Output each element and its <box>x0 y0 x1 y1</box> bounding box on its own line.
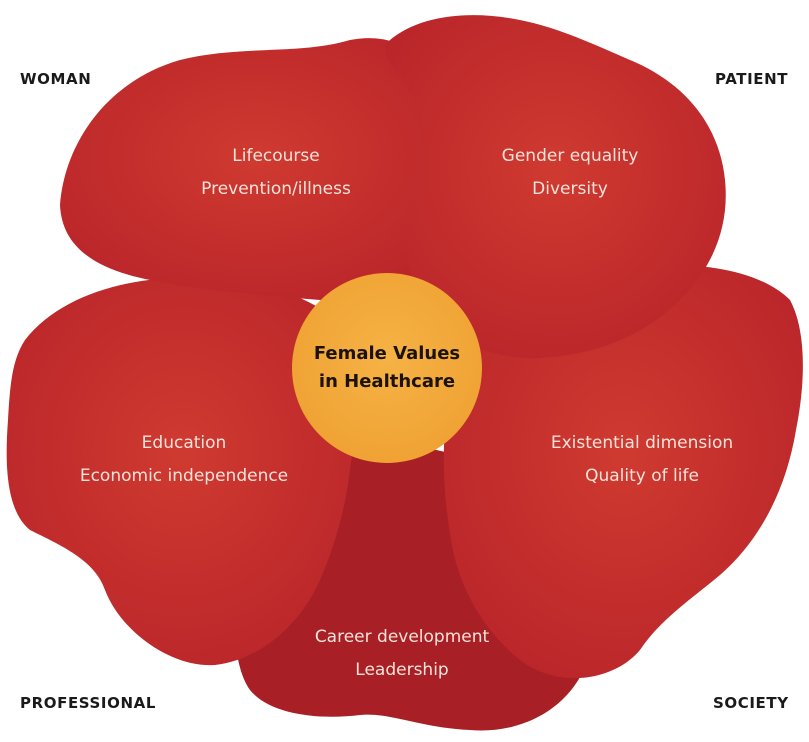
petal-professional-line2: Economic independence <box>79 466 289 486</box>
petal-professional <box>6 277 358 666</box>
petal-career-line1: Career development <box>314 627 490 647</box>
petal-professional-line1: Education <box>141 433 227 453</box>
label-patient: PATIENT <box>707 64 797 94</box>
label-professional: PROFESSIONAL <box>12 688 164 718</box>
petal-professional-text: Education Economic independence <box>55 427 313 493</box>
petal-patient-line2: Diversity <box>532 179 608 199</box>
petal-career-line2: Leadership <box>355 660 449 680</box>
petal-society-line2: Quality of life <box>585 466 699 486</box>
petal-woman <box>60 38 455 302</box>
petal-woman-line1: Lifecourse <box>232 146 320 166</box>
center-title-line1: Female Values <box>313 343 461 364</box>
label-woman: WOMAN <box>12 64 100 94</box>
petal-society-text: Existential dimension Quality of life <box>532 427 752 493</box>
center-title-line2: in Healthcare <box>318 371 456 392</box>
center-circle <box>292 273 482 463</box>
petal-patient-line1: Gender equality <box>501 146 639 166</box>
petal-patient-text: Gender equality Diversity <box>480 140 660 206</box>
petal-society <box>443 264 803 679</box>
center-title: Female Values in Healthcare <box>297 340 477 396</box>
petal-woman-line2: Prevention/illness <box>201 179 351 199</box>
petal-woman-text: Lifecourse Prevention/illness <box>186 140 366 206</box>
label-society: SOCIETY <box>705 688 797 718</box>
petal-society-line1: Existential dimension <box>550 433 734 453</box>
petal-patient <box>385 15 726 359</box>
petal-career-text: Career development Leadership <box>296 621 508 687</box>
